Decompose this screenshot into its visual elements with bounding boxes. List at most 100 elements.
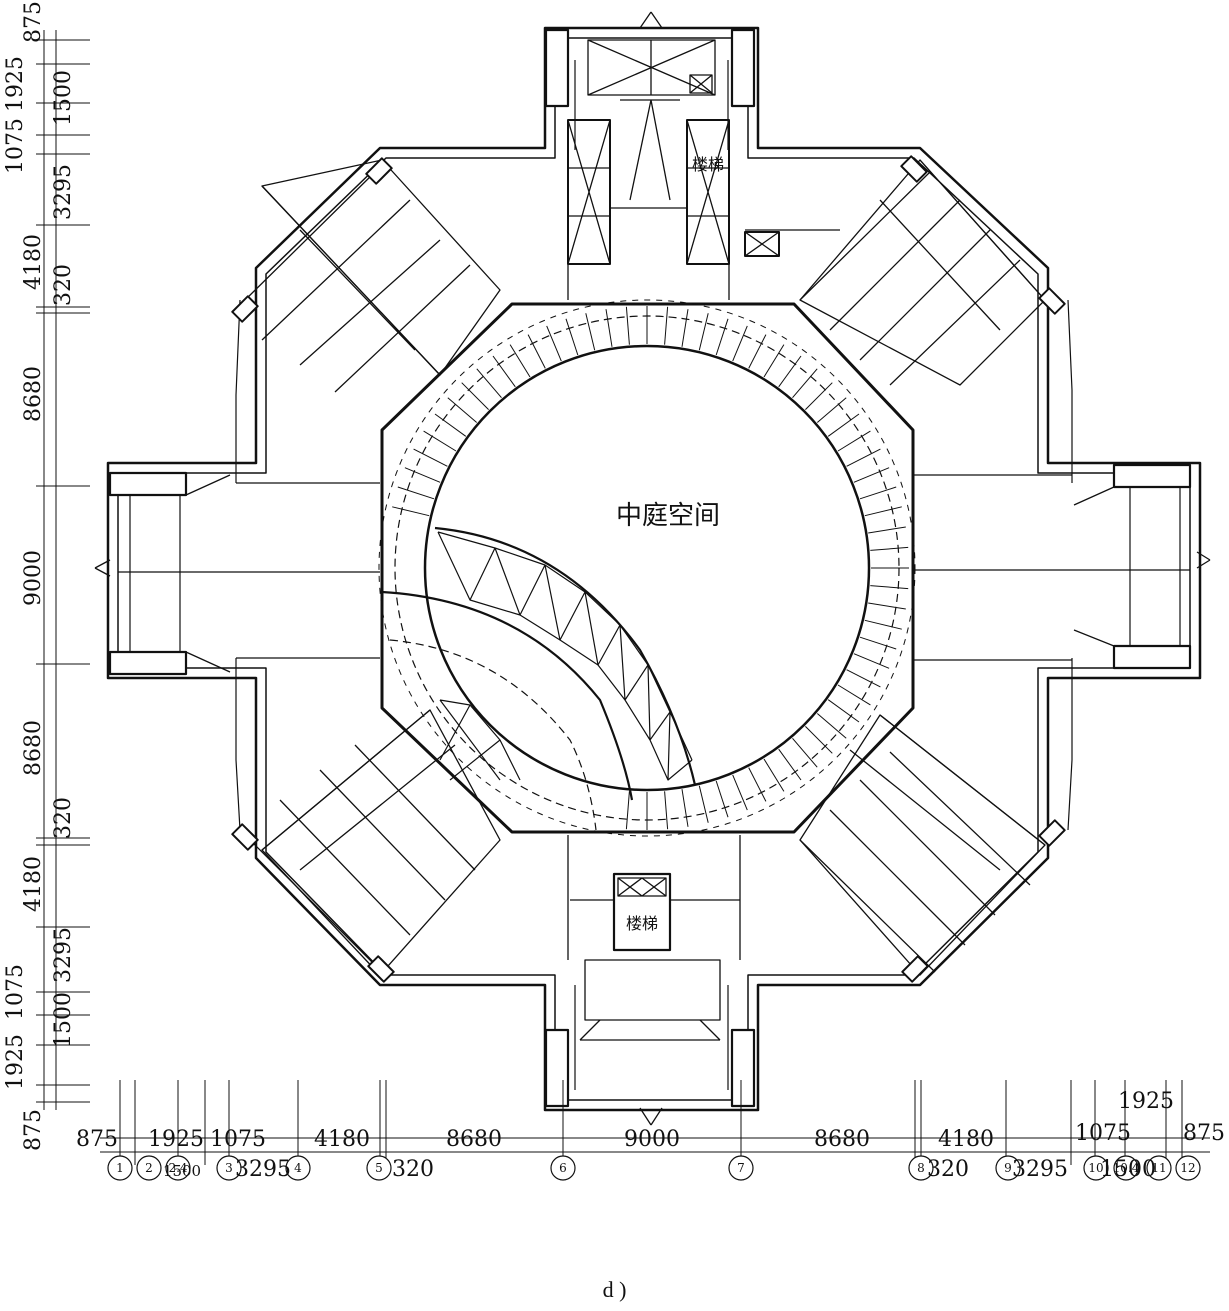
ramp-hatch-tick xyxy=(778,748,802,781)
dim-bottom-1: 875 xyxy=(76,1127,118,1152)
dim-left-inner-4: 320 xyxy=(51,797,76,839)
wing-inner-line xyxy=(129,60,1181,1090)
axis-bubble xyxy=(550,1155,576,1181)
ramp-hatch-tick xyxy=(816,397,847,423)
wing-southwest xyxy=(231,709,501,983)
ramp-hatch-tick xyxy=(698,785,709,823)
ramp-hatch-tick xyxy=(715,780,729,818)
ramp-hatch-tick xyxy=(732,774,748,811)
dim-left-inner-3: 320 xyxy=(51,264,76,306)
dim-bottom-lower-4: 320 xyxy=(927,1157,969,1182)
ramp-hatch-tick xyxy=(864,619,902,630)
figure-caption: d ) xyxy=(602,1277,627,1302)
ramp-hatch-tick xyxy=(748,767,767,802)
stair-label-north: 楼梯 xyxy=(692,155,724,174)
dim-left-10: 1925 xyxy=(3,1034,28,1090)
ramp-hatch-tick xyxy=(546,325,562,362)
axis-bubble xyxy=(908,1155,934,1181)
axis-bubble xyxy=(995,1155,1021,1181)
ramp-hatch-tick xyxy=(868,602,906,610)
dim-bottom-9: 1075 xyxy=(1075,1121,1131,1146)
ramp-hatch-tick xyxy=(404,467,441,483)
dim-left-7: 8680 xyxy=(21,720,46,776)
ramp-hatch-tick xyxy=(625,791,630,830)
ramp-hatch-tick xyxy=(492,355,516,388)
axis-label-9: 8 xyxy=(917,1161,925,1175)
ramp-hatch-tick xyxy=(792,368,818,399)
dim-left-4: 4180 xyxy=(21,234,46,290)
ramp-hatch-tick xyxy=(859,636,897,650)
wing-southeast xyxy=(799,714,1066,983)
ramp-hatch-tick xyxy=(605,309,613,347)
axis-bubble xyxy=(285,1155,311,1181)
ramp-hatch-tick xyxy=(846,669,881,688)
axis-label-10: 9 xyxy=(1004,1161,1012,1175)
ramp-hatch-tick xyxy=(732,325,748,362)
wing-west xyxy=(94,471,380,676)
axis-bubble xyxy=(107,1155,133,1181)
dim-bottom-8: 4180 xyxy=(938,1127,994,1152)
dim-left-inner-6: 1500 xyxy=(51,992,76,1048)
ramp-hatch-tick xyxy=(837,684,871,706)
dim-left-8: 4180 xyxy=(21,856,46,912)
atrium-label: 中庭空间 xyxy=(616,501,720,531)
ramp-hatch-tick xyxy=(585,313,596,351)
ramp-hatch-tick xyxy=(681,309,689,347)
axis-label-6: 5 xyxy=(375,1161,383,1175)
ramp-hatch-tick xyxy=(816,713,847,739)
dim-bottom-7: 8680 xyxy=(814,1127,870,1152)
bottom-dimension-lines xyxy=(100,1080,1210,1165)
axis-label-7: 6 xyxy=(559,1161,567,1175)
ramp-hatch-tick xyxy=(864,506,902,517)
ramp-hatch-tick xyxy=(664,306,669,345)
axis-label-14: 12 xyxy=(1180,1161,1195,1175)
axis-bubble xyxy=(1175,1155,1201,1181)
axis-bubble xyxy=(1113,1155,1139,1181)
dim-bottom-lower-2: 3295 xyxy=(235,1157,291,1182)
dim-bottom-5: 8680 xyxy=(446,1127,502,1152)
ramp-dashed-ring-outer xyxy=(378,299,916,837)
wing-north xyxy=(544,11,840,300)
wing-east xyxy=(913,463,1211,670)
ramp-hatch-tick xyxy=(853,467,890,483)
axis-bubble xyxy=(1083,1155,1109,1181)
ramp-hatch-tick xyxy=(870,546,909,551)
axis-bubble xyxy=(165,1155,191,1181)
axis-bubble xyxy=(366,1155,392,1181)
axis-bubble xyxy=(216,1155,242,1181)
ramp-hatch-tick xyxy=(763,758,785,792)
dim-left-6: 9000 xyxy=(21,550,46,606)
wing-northeast xyxy=(799,155,1066,386)
wing-south xyxy=(544,835,756,1126)
axis-bubble xyxy=(136,1155,162,1181)
wing-northwest xyxy=(231,157,501,393)
ramp-hatching xyxy=(392,306,909,830)
dim-left-11: 875 xyxy=(21,1109,46,1151)
ramp-hatch-tick xyxy=(698,313,709,351)
ramp-hatch-tick xyxy=(748,334,767,369)
ramp-hatch-tick xyxy=(792,737,818,768)
dim-bottom-11: 875 xyxy=(1183,1121,1225,1146)
dim-left-inner-5: 3295 xyxy=(51,927,76,983)
dim-bottom-4: 4180 xyxy=(314,1127,370,1152)
ramp-hatch-tick xyxy=(805,726,833,754)
wing-edge-lines xyxy=(235,299,1073,831)
dim-bottom-2: 1925 xyxy=(148,1127,204,1152)
axis-label-8: 7 xyxy=(737,1161,745,1175)
outer-wall xyxy=(106,26,1202,1112)
dim-bottom-lower-5: 3295 xyxy=(1012,1157,1068,1182)
ramp-hatch-tick xyxy=(664,791,669,830)
dim-bottom-3: 1075 xyxy=(210,1127,266,1152)
dim-left-inner-1: 1500 xyxy=(51,70,76,126)
ramp-hatch-tick xyxy=(527,334,546,369)
atrium-void-circle xyxy=(423,344,871,792)
ramp-hatch-tick xyxy=(447,397,478,423)
outer-wall-inner-line xyxy=(117,37,1191,1101)
dim-bottom-lower-6: 1500 xyxy=(1100,1157,1156,1182)
dim-bottom-lower-1: 1500 xyxy=(163,1162,201,1180)
dim-left-2: 1925 xyxy=(3,56,28,112)
dim-bottom-lower-3: 320 xyxy=(392,1157,434,1182)
left-dimension-lines xyxy=(36,30,90,1110)
atrium-octagon xyxy=(380,302,915,834)
